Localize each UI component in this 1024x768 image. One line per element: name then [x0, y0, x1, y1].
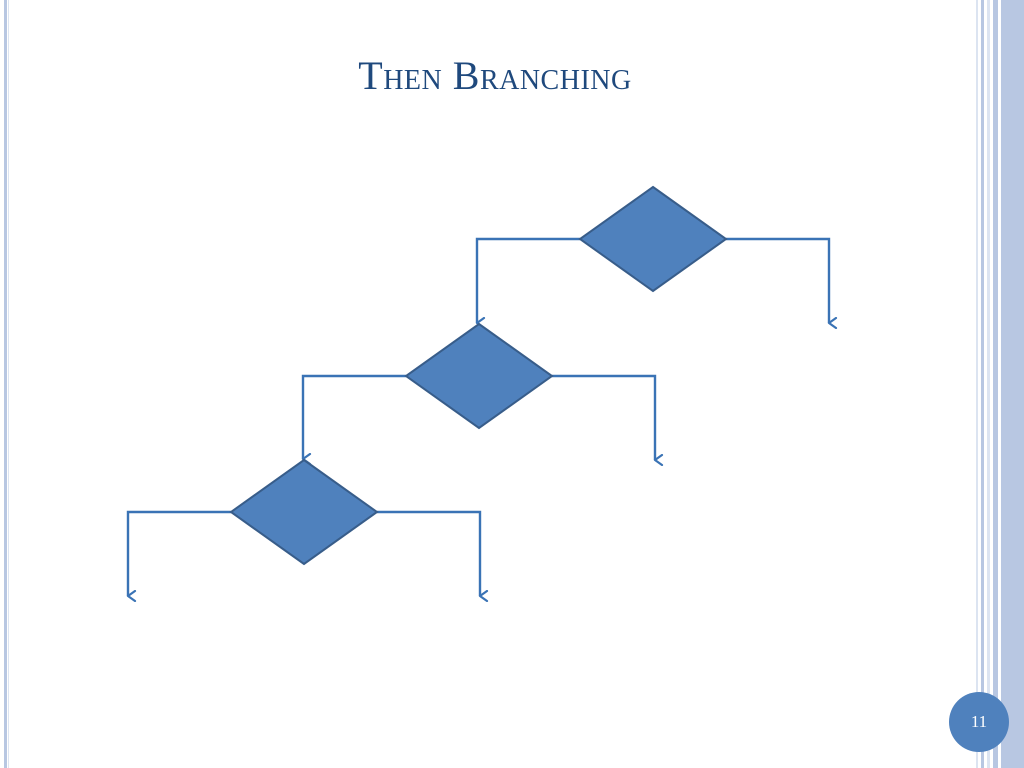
- right-border-stripe: [1001, 0, 1024, 768]
- branch-arrow-left: [301, 374, 406, 459]
- page-number-badge: 11: [949, 692, 1009, 752]
- left-border-stripe: [8, 0, 9, 768]
- decision-diamond: [578, 185, 728, 293]
- branch-arrow-left: [475, 237, 580, 323]
- slide-title: Then Branching: [358, 53, 632, 98]
- right-border-stripe: [993, 0, 998, 768]
- branch-arrow-right: [377, 510, 480, 596]
- right-border-stripe: [987, 0, 990, 768]
- branch-arrow-right: [552, 374, 655, 460]
- decision-diamond: [404, 322, 554, 430]
- right-border-stripe: [981, 0, 984, 768]
- left-border-decoration: [0, 0, 12, 768]
- right-border-decoration: [976, 0, 1024, 768]
- branch-arrow-left: [126, 510, 231, 596]
- branch-arrow-right: [726, 237, 829, 323]
- decision-diamond: [229, 458, 379, 566]
- right-border-stripe: [976, 0, 978, 768]
- left-border-stripe: [4, 0, 7, 768]
- connectors: [126, 237, 829, 596]
- decision-nodes: [229, 185, 728, 566]
- page-number: 11: [970, 712, 988, 731]
